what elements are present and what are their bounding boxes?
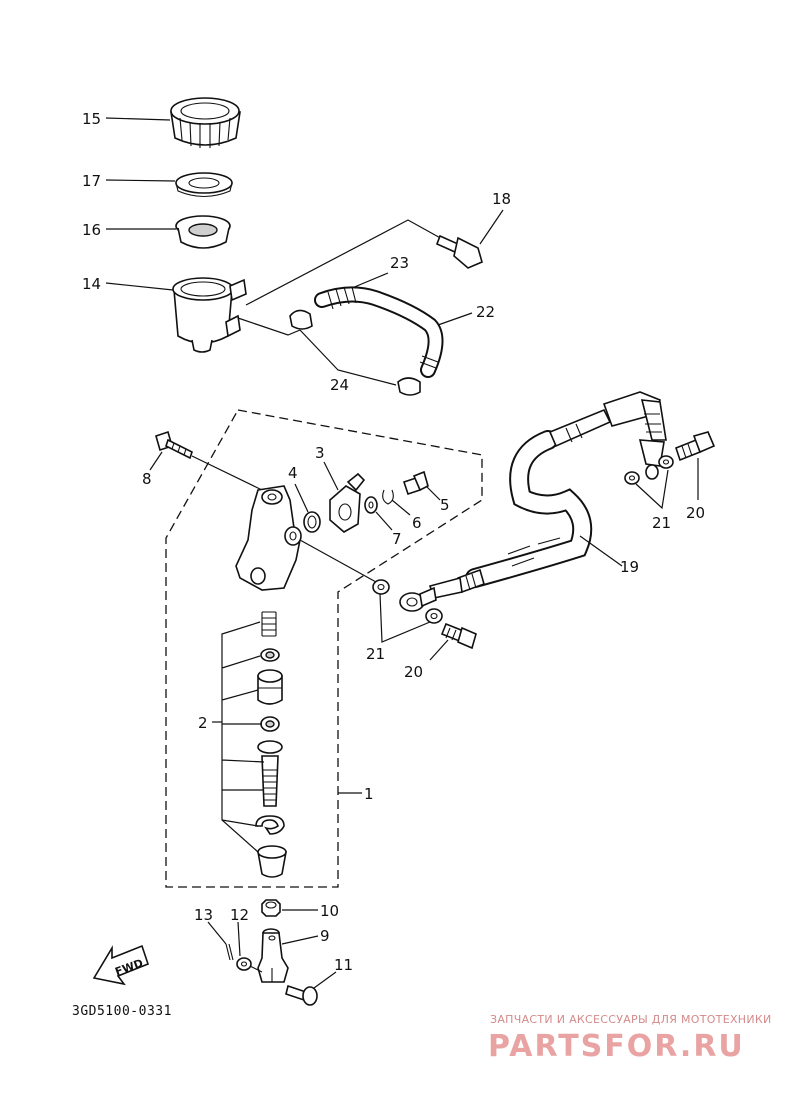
leader-21-lower xyxy=(379,593,431,643)
leader-24 xyxy=(299,329,397,386)
leader-13 xyxy=(207,921,227,945)
part-17-diaphragm-plate xyxy=(175,172,233,198)
part-12-washer xyxy=(236,957,252,971)
leader-18 xyxy=(479,209,504,245)
label-9: 9 xyxy=(320,927,330,945)
leader-14 xyxy=(105,282,174,291)
leader-21-upper xyxy=(635,469,669,510)
label-17: 17 xyxy=(82,172,101,190)
assembly-line-12 xyxy=(249,965,263,973)
part-24-hose-clamp-upper xyxy=(289,309,313,330)
part-15-reservoir-cap xyxy=(170,97,241,148)
part-21-washer-upper-b xyxy=(658,455,674,469)
label-12: 12 xyxy=(230,906,249,924)
diagram-code: 3GD5100-0331 xyxy=(72,1004,172,1019)
part-2-circlip xyxy=(255,815,285,835)
leader-11 xyxy=(313,971,337,989)
label-14: 14 xyxy=(82,275,101,293)
part-16-diaphragm xyxy=(175,215,231,249)
leader-2-bracket xyxy=(221,621,265,853)
part-24-hose-clamp-lower xyxy=(397,377,421,396)
part-6-circlip xyxy=(382,489,394,505)
part-21-washer-lower-a xyxy=(372,579,390,595)
part-20-union-bolt-lower xyxy=(440,622,477,650)
part-4-o-ring xyxy=(303,511,321,533)
label-19: 19 xyxy=(620,558,639,576)
label-5: 5 xyxy=(440,496,450,514)
label-15: 15 xyxy=(82,110,101,128)
part-19-brake-hose xyxy=(399,391,667,612)
assembly-line-18 xyxy=(245,219,445,306)
leader-3 xyxy=(323,461,339,491)
part-2-seal xyxy=(260,716,280,732)
watermark-tagline: ЗАПЧАСТИ И АКСЕССУАРЫ ДЛЯ МОТОТЕХНИКИ xyxy=(490,1013,772,1026)
label-22: 22 xyxy=(476,303,495,321)
partsfor-watermark: ЗАПЧАСТИ И АКСЕССУАРЫ ДЛЯ МОТОТЕХНИКИ PA… xyxy=(488,1013,772,1064)
label-11: 11 xyxy=(334,956,353,974)
label-23: 23 xyxy=(390,254,409,272)
leader-4 xyxy=(294,483,309,513)
master-cylinder-assembly-outline xyxy=(165,409,483,888)
part-22-reservoir-hose xyxy=(314,286,444,378)
leader-22 xyxy=(437,312,473,326)
part-18-screw xyxy=(435,234,483,269)
part-20-union-bolt-upper xyxy=(675,431,716,462)
label-13: 13 xyxy=(194,906,213,924)
label-18: 18 xyxy=(492,190,511,208)
part-2-spring xyxy=(261,611,277,637)
part-2-spring-seat xyxy=(260,648,280,662)
label-20-upper: 20 xyxy=(686,504,705,522)
label-6: 6 xyxy=(412,514,422,532)
leader-9 xyxy=(281,935,319,945)
part-2-cup xyxy=(257,669,283,705)
part-8-bolt xyxy=(155,430,193,460)
part-21-washer-lower-b xyxy=(425,608,443,624)
label-8: 8 xyxy=(142,470,152,488)
label-7: 7 xyxy=(392,530,402,548)
part-7-washer xyxy=(364,496,378,514)
label-10: 10 xyxy=(320,902,339,920)
master-cylinder-body xyxy=(235,485,302,591)
part-21-washer-upper-a xyxy=(624,471,640,485)
part-13-cotter-pin xyxy=(225,943,234,961)
leader-5 xyxy=(425,485,441,501)
part-2-piston xyxy=(257,740,283,807)
label-3: 3 xyxy=(315,444,325,462)
assembly-line-24 xyxy=(237,317,301,336)
label-24: 24 xyxy=(330,376,349,394)
part-11-clevis-pin xyxy=(285,984,318,1006)
leader-8 xyxy=(149,451,163,471)
label-16: 16 xyxy=(82,221,101,239)
label-21-upper: 21 xyxy=(652,514,671,532)
label-2: 2 xyxy=(198,714,208,732)
part-5-screw xyxy=(402,470,429,496)
watermark-brand: PARTSFOR.RU xyxy=(488,1029,745,1064)
leader-20-lower xyxy=(429,639,449,661)
leader-23 xyxy=(351,272,389,289)
label-4: 4 xyxy=(288,464,298,482)
label-21-lower: 21 xyxy=(366,645,385,663)
part-9-clevis xyxy=(257,928,289,983)
fwd-direction-arrow: FWD xyxy=(92,944,149,986)
part-10-nut xyxy=(261,899,281,917)
leader-12 xyxy=(237,921,241,957)
label-1: 1 xyxy=(364,785,374,803)
part-2-boot xyxy=(257,845,287,878)
part-3-hose-joint xyxy=(329,472,366,533)
leader-19 xyxy=(579,535,623,567)
part-14-reservoir-tank xyxy=(172,277,247,353)
leader-15 xyxy=(105,117,171,121)
assembly-line-8 xyxy=(191,455,263,491)
leader-7 xyxy=(375,511,393,531)
label-20-lower: 20 xyxy=(404,663,423,681)
leader-6 xyxy=(391,499,411,516)
assembly-line-21-left xyxy=(299,539,377,583)
leader-17 xyxy=(105,179,176,182)
